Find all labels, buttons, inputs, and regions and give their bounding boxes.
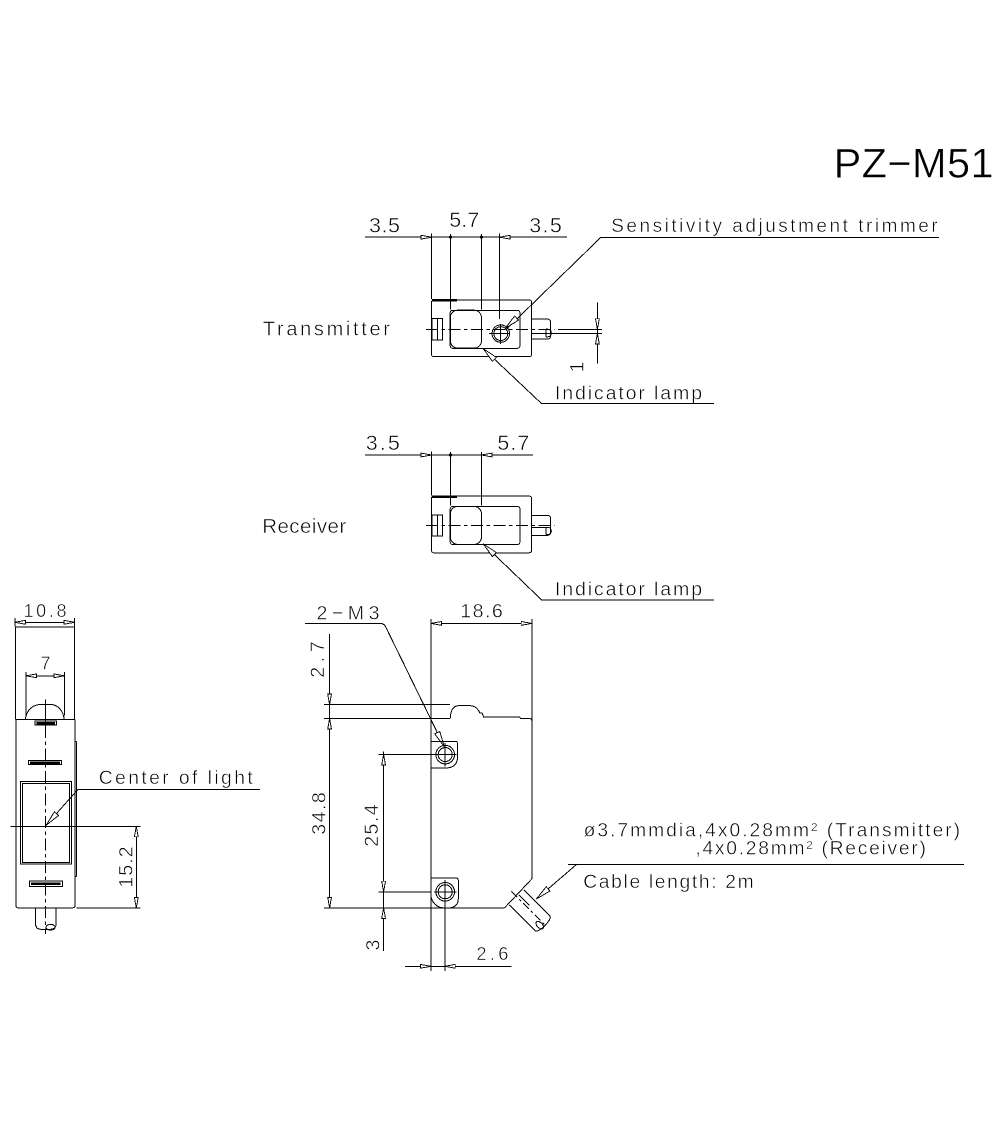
svg-text:Indicator lamp: Indicator lamp bbox=[555, 383, 702, 405]
svg-text:34.8: 34.8 bbox=[308, 792, 330, 835]
svg-text:3.5: 3.5 bbox=[366, 431, 400, 455]
svg-text:3: 3 bbox=[363, 940, 385, 951]
svg-text:Receiver: Receiver bbox=[262, 515, 346, 538]
svg-text:Cable length: 2m: Cable length: 2m bbox=[583, 872, 754, 893]
svg-text:2.7: 2.7 bbox=[307, 641, 329, 678]
svg-text:2.6: 2.6 bbox=[476, 943, 508, 964]
svg-text:7: 7 bbox=[41, 653, 51, 673]
svg-text:Transmitter: Transmitter bbox=[263, 318, 390, 340]
svg-text:1: 1 bbox=[567, 361, 589, 372]
svg-text:10.8: 10.8 bbox=[24, 601, 67, 621]
svg-text:18.6: 18.6 bbox=[460, 601, 503, 623]
svg-text:25.4: 25.4 bbox=[361, 804, 383, 847]
svg-text:Center of light: Center of light bbox=[99, 768, 254, 789]
svg-text:Sensitivity adjustment trimmer: Sensitivity adjustment trimmer bbox=[611, 216, 938, 237]
svg-text:3.5: 3.5 bbox=[369, 214, 400, 238]
svg-text:2−M3: 2−M3 bbox=[317, 602, 380, 624]
svg-text:15.2: 15.2 bbox=[115, 846, 137, 888]
svg-text:3.5: 3.5 bbox=[529, 214, 562, 238]
svg-text:,4x0.28mm² (Receiver): ,4x0.28mm² (Receiver) bbox=[695, 839, 926, 860]
svg-text:5.7: 5.7 bbox=[449, 208, 479, 232]
svg-text:5.7: 5.7 bbox=[497, 431, 529, 455]
svg-text:Indicator lamp: Indicator lamp bbox=[555, 579, 702, 601]
svg-text:PZ−M51: PZ−M51 bbox=[834, 140, 994, 187]
